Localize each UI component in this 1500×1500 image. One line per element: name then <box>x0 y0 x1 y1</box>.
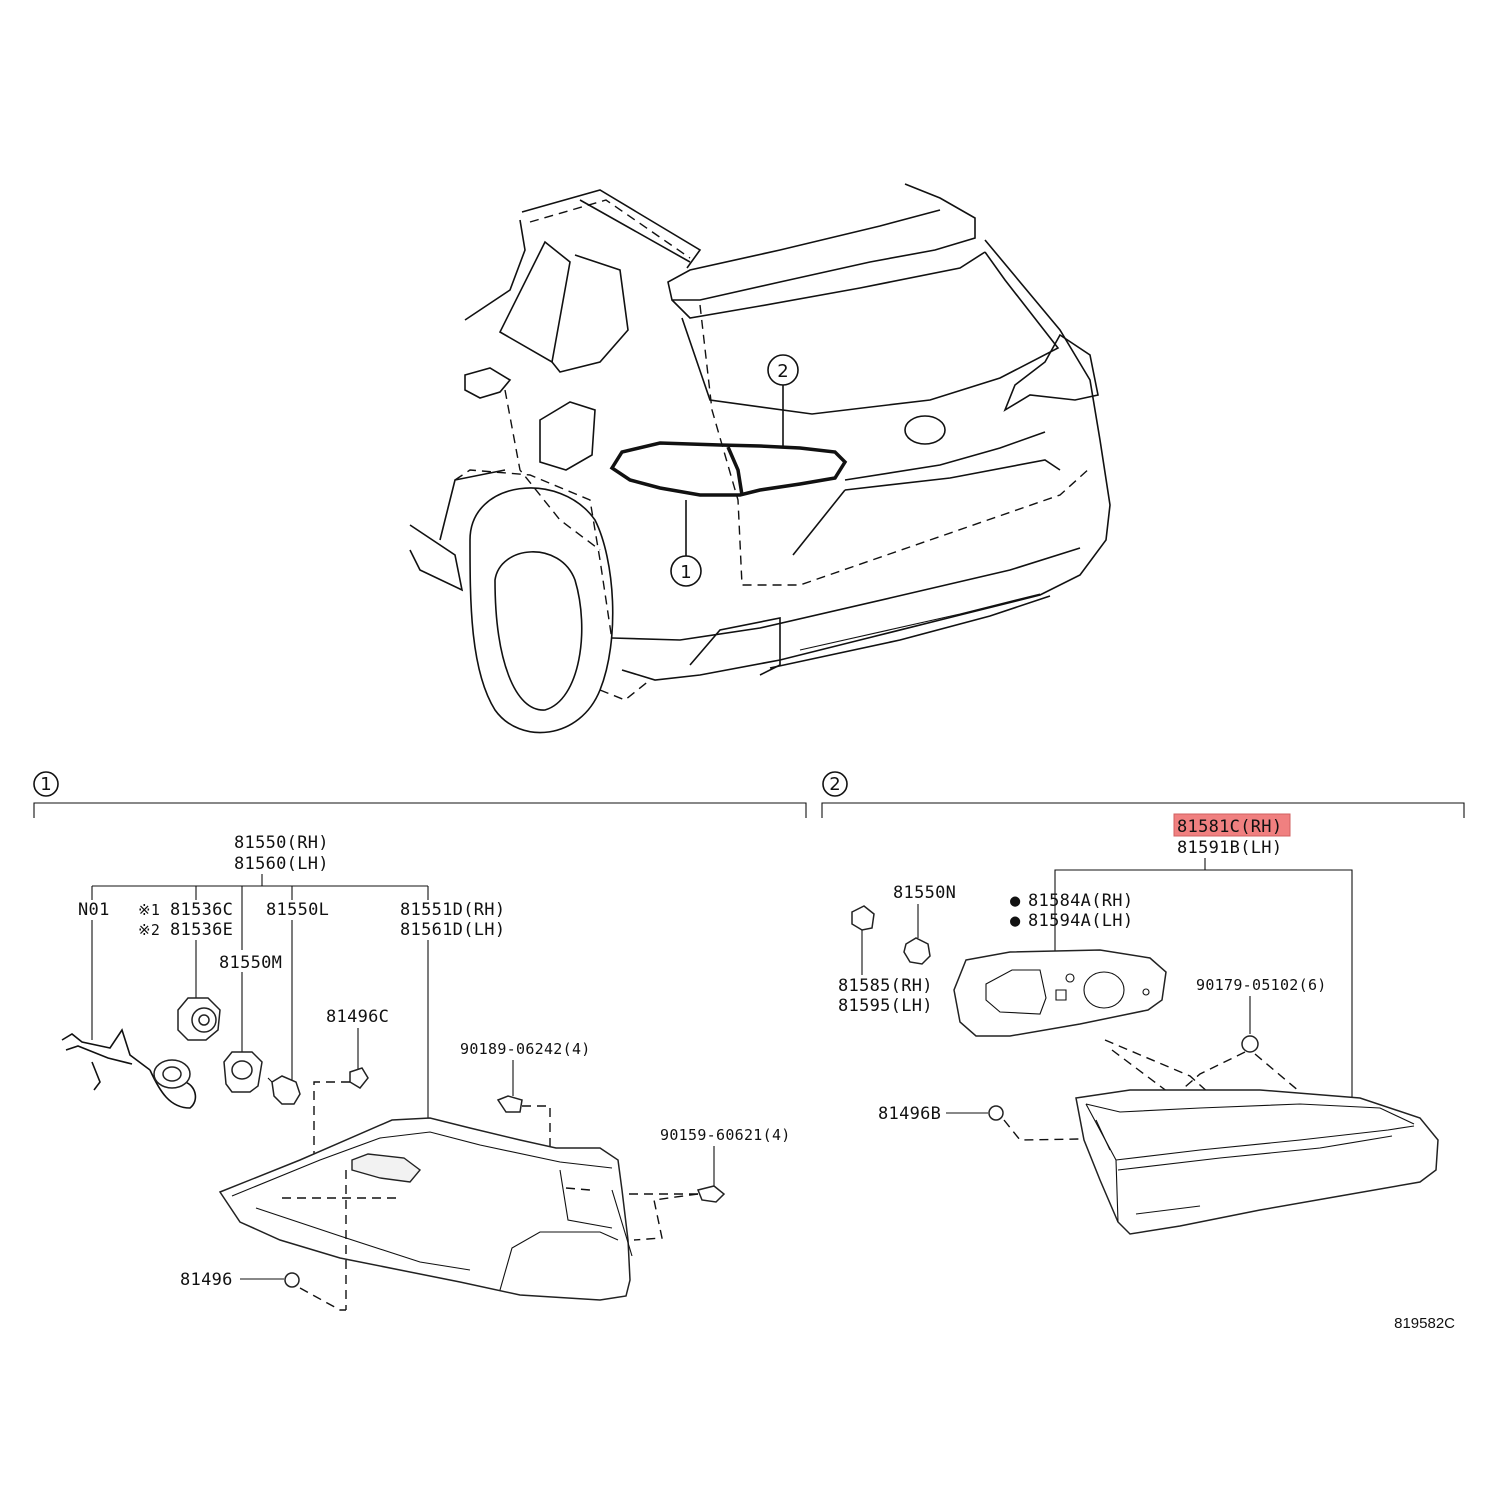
label-81550l: 81550L <box>266 900 329 920</box>
label-81496b: 81496B <box>878 1104 941 1124</box>
clip-81496 <box>284 1272 300 1288</box>
wire-harness <box>61 1028 197 1109</box>
gasket-marker-rh: ● <box>1010 891 1021 911</box>
label-81594a-lh: 81594A(LH) <box>1028 911 1133 931</box>
section-1-outer-lamp: 1 81550(RH) 81560(LH) N01 ※1 81536C ※2 8… <box>33 771 807 1311</box>
label-81496: 81496 <box>180 1270 233 1290</box>
label-81536e: 81536E <box>170 920 233 940</box>
nut-90179 <box>1241 1035 1259 1053</box>
clip-81496b <box>988 1105 1004 1121</box>
label-81584a-rh: 81584A(RH) <box>1028 891 1133 911</box>
label-90159-60621: 90159-60621(4) <box>660 1126 791 1144</box>
label-81550m: 81550M <box>219 953 282 973</box>
highlight-81581c <box>1173 813 1291 837</box>
label-n01: N01 <box>78 900 110 920</box>
label-81536c: 81536C <box>170 900 233 920</box>
label-81581c-rh: 81581C(RH) <box>1177 817 1282 837</box>
label-81550-rh: 81550(RH) <box>234 833 329 853</box>
section-1-number: 1 <box>40 774 51 795</box>
callout-1: 1 <box>680 562 691 583</box>
screw-90159 <box>696 1185 726 1203</box>
label-81561d-lh: 81561D(LH) <box>400 920 505 940</box>
section-2-inner-lamp: 2 81581C(RH) 81591B(LH) 81550N ● 81584A(… <box>821 771 1465 1235</box>
bulb-81550l <box>267 1075 301 1105</box>
socket-81550m <box>223 1051 263 1093</box>
bulb-81550n <box>903 937 931 965</box>
label-81496c: 81496C <box>326 1007 389 1027</box>
socket-81585 <box>851 905 875 931</box>
callout-2: 2 <box>777 361 788 382</box>
label-81585-rh: 81585(RH) <box>838 976 933 996</box>
diagram-code: 819582C <box>1394 1315 1455 1332</box>
label-81591b-lh: 81591B(LH) <box>1177 838 1282 858</box>
gasket-plate <box>953 949 1167 1037</box>
label-81595-lh: 81595(LH) <box>838 996 933 1016</box>
clip-81496c <box>349 1067 369 1089</box>
label-note-2: ※2 <box>138 921 160 939</box>
outer-lamp-assembly <box>218 1117 633 1310</box>
gasket-marker-lh: ● <box>1010 911 1021 931</box>
label-81551d-rh: 81551D(RH) <box>400 900 505 920</box>
label-note-1: ※1 <box>138 901 160 919</box>
label-81550n: 81550N <box>893 883 956 903</box>
socket-81536 <box>177 997 221 1041</box>
label-90189-06242: 90189-06242(4) <box>460 1040 591 1058</box>
label-90179-05102: 90179-05102(6) <box>1196 976 1327 994</box>
label-81560-lh: 81560(LH) <box>234 854 329 874</box>
vehicle-illustration: 2 1 <box>409 183 1111 734</box>
inner-lamp-assembly <box>1075 1089 1439 1235</box>
section-2-number: 2 <box>829 774 840 795</box>
screw-90189 <box>496 1095 523 1113</box>
